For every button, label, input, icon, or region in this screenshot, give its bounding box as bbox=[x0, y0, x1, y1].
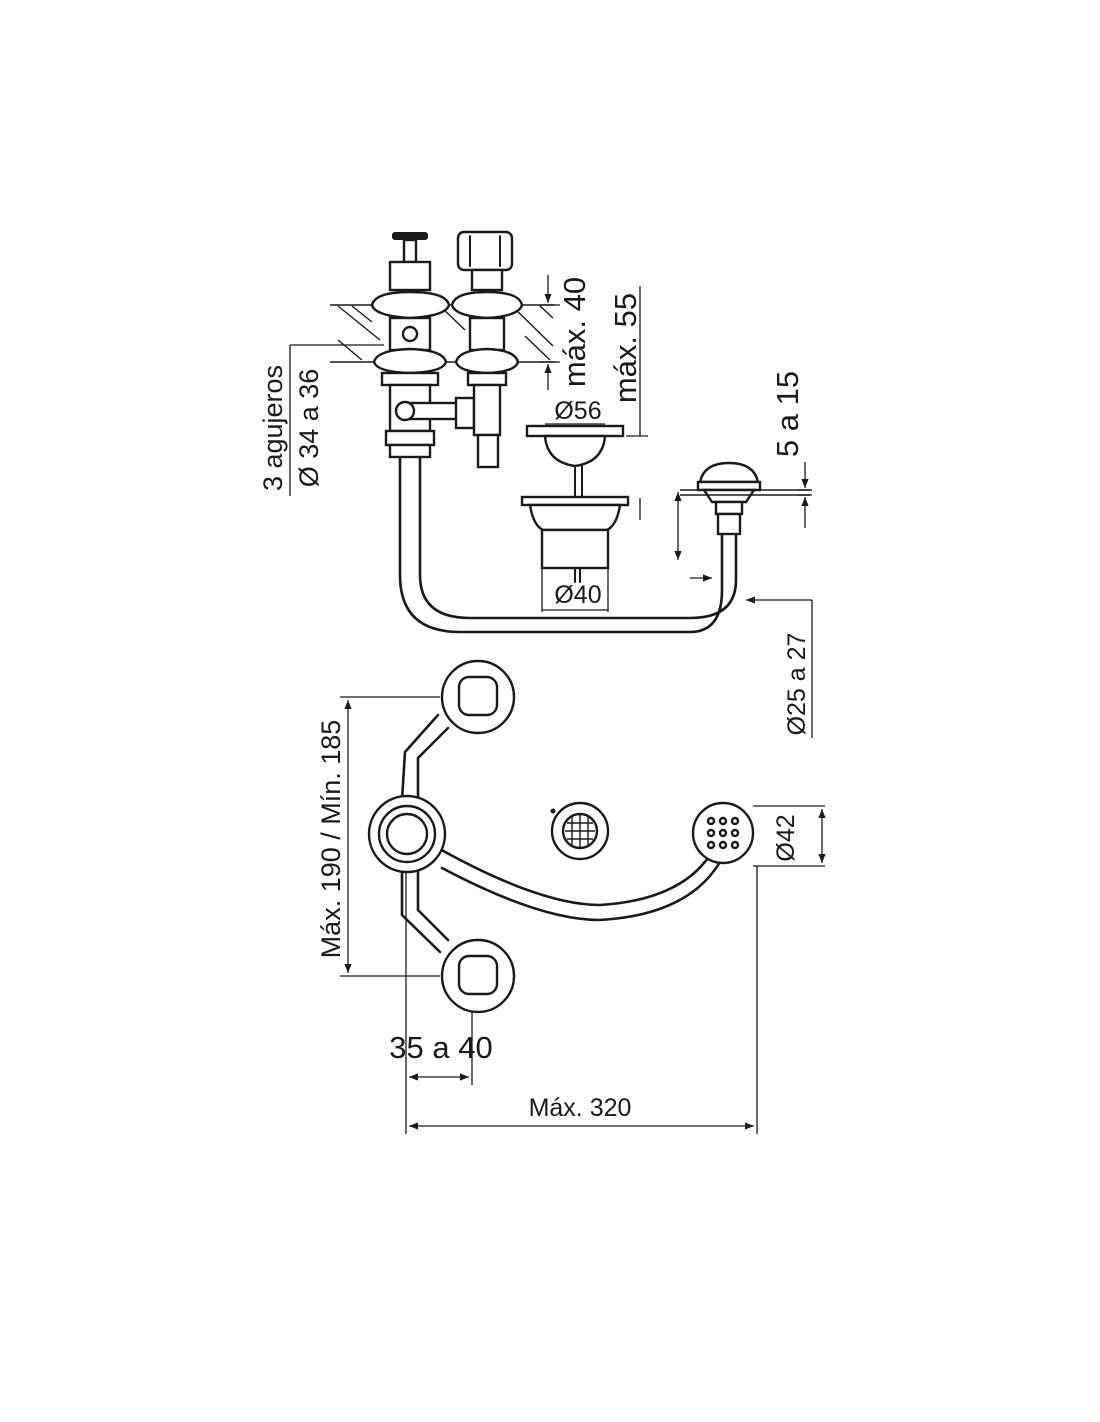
top-handle-top bbox=[440, 659, 516, 735]
left-valve bbox=[370, 232, 451, 459]
label-max-55: máx. 55 bbox=[608, 293, 643, 403]
connector-tube bbox=[394, 396, 476, 430]
top-drain bbox=[550, 801, 610, 861]
top-view bbox=[340, 659, 826, 1134]
labels: 3 agujeros Ø 34 a 36 máx. 40 máx. 55 Ø56… bbox=[258, 277, 811, 1122]
label-diam-42: Ø42 bbox=[772, 814, 800, 861]
top-dimensions bbox=[340, 696, 826, 1134]
side-dimensions bbox=[289, 275, 813, 738]
label-holes-count: 3 agujeros bbox=[258, 365, 288, 491]
top-spout bbox=[367, 794, 447, 874]
top-handle-bottom bbox=[440, 938, 516, 1014]
label-diam-25-27: Ø25 a 27 bbox=[783, 633, 811, 736]
drain-popup bbox=[520, 424, 630, 583]
countertop-section bbox=[330, 304, 555, 363]
label-max-40: máx. 40 bbox=[557, 277, 592, 387]
top-connections bbox=[400, 713, 722, 954]
side-view bbox=[289, 230, 813, 738]
label-max-190-min-185: Máx. 190 / Mín. 185 bbox=[316, 720, 346, 959]
label-5-a-15: 5 a 15 bbox=[770, 371, 805, 457]
right-valve bbox=[450, 230, 524, 469]
label-holes-diameter: Ø 34 a 36 bbox=[294, 369, 324, 488]
label-diam-56: Ø56 bbox=[554, 397, 601, 425]
top-spray bbox=[691, 801, 755, 865]
label-diam-40: Ø40 bbox=[554, 581, 601, 609]
label-max-320: Máx. 320 bbox=[529, 1094, 632, 1122]
label-35-a-40: 35 a 40 bbox=[389, 1030, 492, 1065]
flexible-hose bbox=[398, 455, 738, 634]
spray-head bbox=[680, 461, 810, 536]
